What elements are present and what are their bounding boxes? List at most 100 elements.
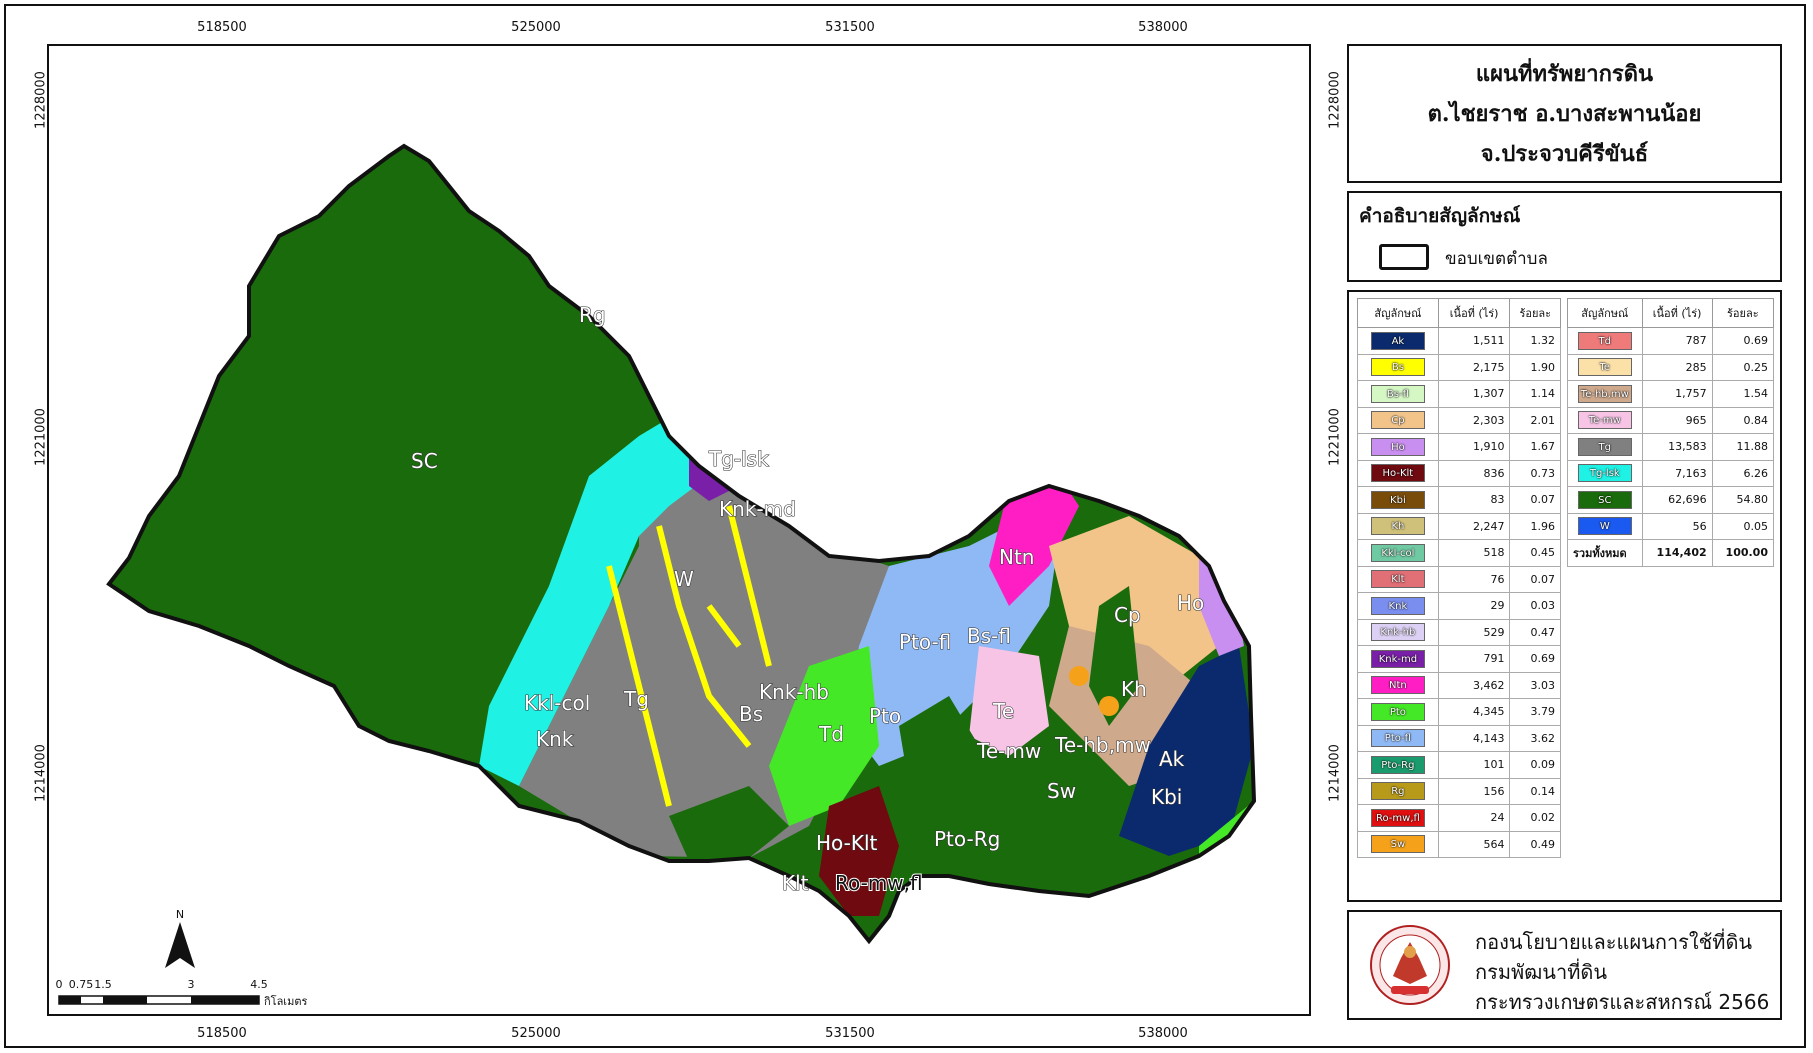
percent-cell: 1.14 [1509, 380, 1561, 408]
x-tick-top: 525000 [511, 20, 561, 35]
symbol-swatch: Ak [1370, 331, 1425, 350]
percent-cell: 0.07 [1509, 486, 1561, 514]
percent-cell: 0.84 [1711, 406, 1775, 434]
percent-cell: 0.49 [1509, 830, 1561, 858]
soil-unit-sc-inner [899, 696, 979, 806]
area-cell: 518 [1437, 539, 1511, 567]
table-header-area: เนื้อที่ (ไร่) [1641, 298, 1713, 328]
x-tick-top: 518500 [197, 20, 247, 35]
north-arrow: N [165, 908, 195, 968]
symbol-cell: Kbi [1357, 486, 1439, 514]
area-cell: 56 [1641, 512, 1713, 540]
percent-cell: 0.69 [1509, 645, 1561, 673]
soil-unit-sc-east [1089, 586, 1139, 726]
area-cell: 285 [1641, 353, 1713, 381]
x-tick-bottom: 518500 [197, 1026, 247, 1041]
area-cell: 83 [1437, 486, 1511, 514]
table-header-pct: ร้อยละ [1711, 298, 1775, 328]
symbol-swatch: Bs [1370, 358, 1425, 377]
map-label-kkl-col: Kkl-col [524, 691, 590, 715]
symbol-cell: Kh [1357, 512, 1439, 540]
symbol-cell: Pto-fl [1357, 724, 1439, 752]
scale-label: 0 [56, 978, 63, 991]
map-label-ho-klt: Ho-Klt [816, 831, 878, 855]
legend-panel: คำอธิบายสัญลักษณ์ ขอบเขตตำบล [1347, 191, 1782, 282]
symbol-swatch: SC [1577, 490, 1632, 509]
ldd-seal-logo [1370, 925, 1450, 1005]
percent-cell: 0.09 [1509, 751, 1561, 779]
scale-label: 1.5 [94, 978, 112, 991]
symbol-cell: Kkl-col [1357, 539, 1439, 567]
symbol-cell: Klt [1357, 565, 1439, 593]
x-tick-bottom: 538000 [1138, 1026, 1188, 1041]
soil-unit-sw [1069, 666, 1089, 686]
soil-map-svg[interactable]: SC Rg Tg-lsk Knk-md W Kkl-col Knk Tg Bs … [49, 46, 1309, 1014]
map-label-ro-mw-fl: Ro-mw,fl [835, 871, 923, 895]
area-cell: 13,583 [1641, 433, 1713, 461]
symbol-swatch: Knk [1370, 596, 1425, 615]
area-cell: 1,307 [1437, 380, 1511, 408]
map-label-sc: SC [411, 449, 438, 473]
percent-cell: 0.45 [1509, 539, 1561, 567]
area-cell: 4,345 [1437, 698, 1511, 726]
map-label-kbi: Kbi [1151, 785, 1182, 809]
map-label-bs: Bs [739, 702, 763, 726]
area-cell: 2,175 [1437, 353, 1511, 381]
credit-line1: กองนโยบายและแผนการใช้ที่ดิน [1475, 930, 1753, 954]
symbol-swatch: Td [1577, 331, 1632, 350]
soil-unit-sw [1099, 696, 1119, 716]
area-cell: 2,247 [1437, 512, 1511, 540]
percent-cell: 1.67 [1509, 433, 1561, 461]
percent-cell: 0.25 [1711, 353, 1775, 381]
symbol-cell: Ak [1357, 327, 1439, 355]
map-label-cp: Cp [1114, 603, 1141, 627]
symbol-cell: Pto-Rg [1357, 751, 1439, 779]
symbol-cell: Td [1567, 327, 1643, 355]
percent-cell: 0.69 [1711, 327, 1775, 355]
percent-cell: 3.79 [1509, 698, 1561, 726]
symbol-swatch: Ro-mw,fl [1370, 808, 1425, 827]
scale-bar: 0 0.75 1.5 3 4.5 กิโลเมตร [56, 978, 308, 1008]
percent-cell: 1.96 [1509, 512, 1561, 540]
symbol-swatch: Ntn [1370, 676, 1425, 695]
map-label-tg: Tg [623, 687, 649, 711]
boundary-swatch [1379, 244, 1429, 270]
map-title-line1: แผนที่ทรัพยากรดิน [1475, 61, 1654, 87]
x-tick-bottom: 531500 [825, 1026, 875, 1041]
map-label-te-hb-mw: Te-hb,mw [1054, 733, 1151, 757]
percent-cell: 1.54 [1711, 380, 1775, 408]
boundary-label: ขอบเขตตำบล [1445, 249, 1548, 269]
symbol-swatch: Bs-fl [1370, 384, 1425, 403]
percent-cell: 54.80 [1711, 486, 1775, 514]
map-sheet-frame [4, 4, 1806, 1048]
soil-unit-te-mw [969, 646, 1049, 756]
table-header-symbol: สัญลักษณ์ [1567, 298, 1643, 328]
symbol-cell: Tg [1567, 433, 1643, 461]
north-label: N [176, 908, 184, 921]
scale-label: 3 [188, 978, 195, 991]
map-label-te-mw: Te-mw [976, 739, 1041, 763]
map-label-sw: Sw [1047, 779, 1076, 803]
symbol-swatch: Kh [1370, 517, 1425, 536]
percent-cell: 0.07 [1509, 565, 1561, 593]
area-cell: 791 [1437, 645, 1511, 673]
map-label-knk: Knk [536, 727, 574, 751]
map-area[interactable]: SC Rg Tg-lsk Knk-md W Kkl-col Knk Tg Bs … [47, 44, 1311, 1016]
total-pct-cell: 100.00 [1711, 539, 1775, 567]
symbol-swatch: Cp [1370, 411, 1425, 430]
